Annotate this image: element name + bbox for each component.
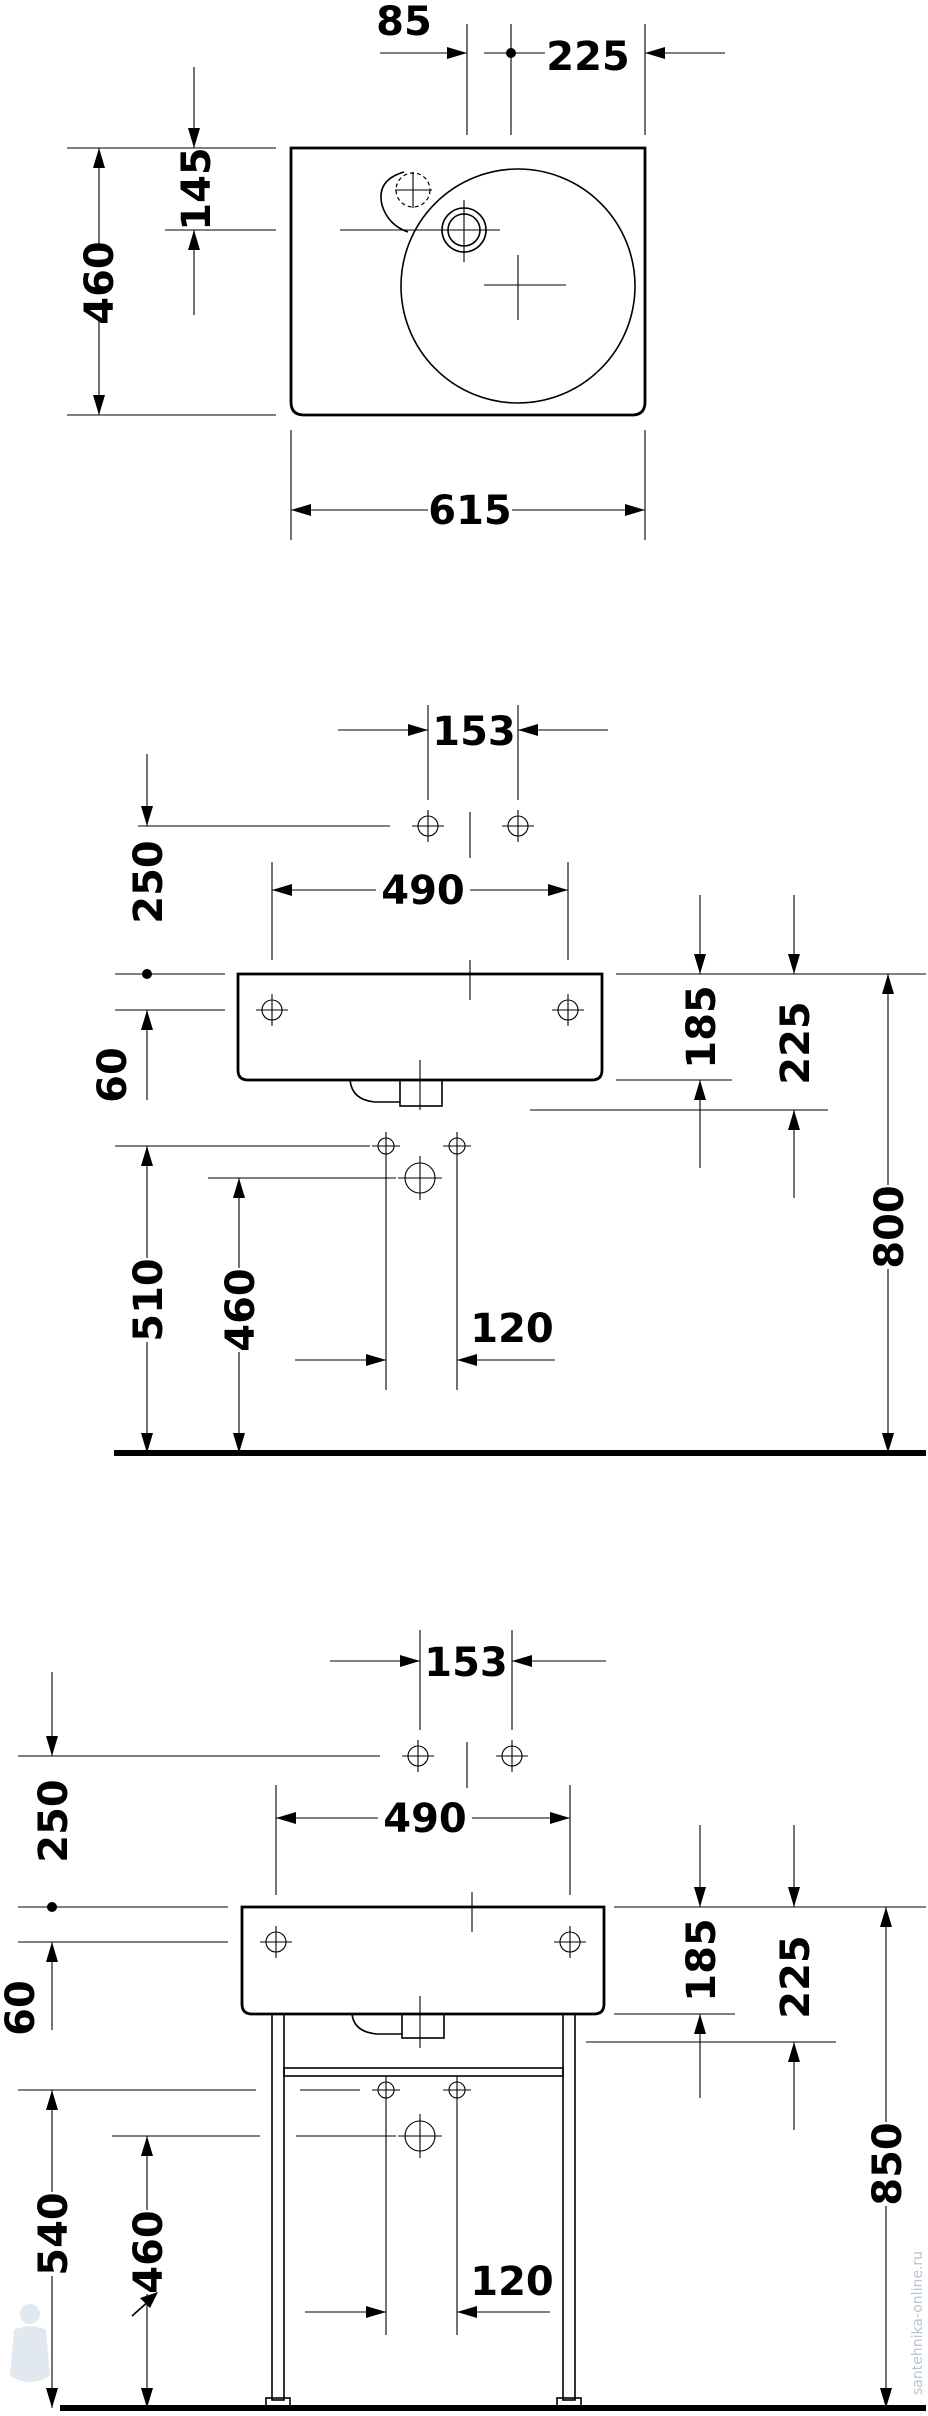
stand-leg-left [271,2013,285,2401]
top-view: 85 225 145 460 615 [67,0,725,540]
dim-120-wall: 120 [470,1306,554,1352]
stand-leg-right [562,2013,576,2401]
dim-490-stand: 490 [383,1796,467,1842]
dim-225-wall: 225 [773,1001,819,1085]
dim-225-top: 225 [546,34,630,80]
basin-outline-top [289,146,647,417]
stand-view: 153 490 250 60 185 225 [0,1630,926,2411]
dim-490-wall: 490 [381,868,465,914]
bowl-circle [400,168,636,404]
basin-body-stand [240,1905,606,2016]
dim-60-wall: 60 [90,1047,136,1103]
basin-body-wall [236,972,604,1082]
dim-800: 800 [867,1185,913,1269]
watermark-logo [10,2304,50,2382]
towel-rail [283,2067,564,2077]
dim-60-stand: 60 [0,1980,44,2036]
dim-153-wall: 153 [432,709,516,755]
dim-185-stand: 185 [679,1918,725,2002]
dim-510-wall: 510 [126,1258,172,1342]
dim-540-stand: 540 [31,2192,77,2276]
watermark-text: santehnika-online.ru [910,2251,926,2395]
dim-145: 145 [174,147,220,231]
dim-615: 615 [428,488,512,534]
dim-460-wall: 460 [218,1268,264,1352]
dim-225-stand: 225 [773,1935,819,2019]
dim-85-top: 85 [376,0,432,45]
dim-250-wall: 250 [126,840,172,924]
dim-460-stand: 460 [126,2210,172,2294]
dim-120-stand: 120 [470,2259,554,2305]
dim-460-top: 460 [77,241,123,325]
dim-185-wall: 185 [679,985,725,1069]
wall-view: 153 490 250 60 185 225 [90,705,926,1456]
dim-250-stand: 250 [31,1779,77,1863]
dim-153-stand: 153 [424,1640,508,1686]
dim-850: 850 [865,2122,911,2206]
